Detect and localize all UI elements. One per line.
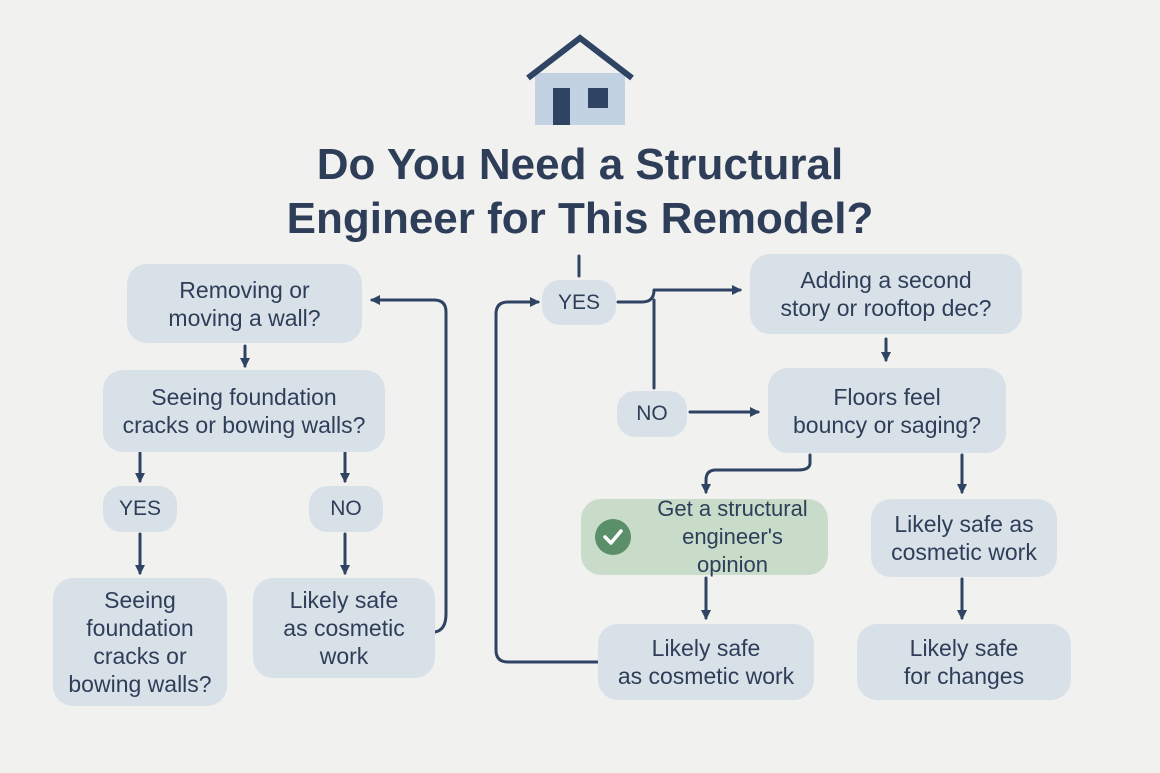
node-foundation-question: Seeing foundation cracks or bowing walls… (103, 370, 385, 452)
node-get-engineer: Get a structural engineer's opinion (581, 496, 828, 577)
node-foundation-repeat: Seeing foundation cracks or bowing walls… (53, 578, 227, 706)
get-engineer-label: Get a structural engineer's opinion (657, 496, 808, 577)
arrow-floors-to-engineer (701, 453, 812, 494)
node-safe-cosmetic-left: Likely safe as cosmetic work (253, 578, 435, 678)
node-safe-changes: Likely safe for changes (857, 624, 1071, 700)
title-line-1: Do You Need a Structural (316, 140, 844, 189)
title-line-2: Engineer for This Remodel? (286, 194, 874, 243)
house-icon (526, 34, 634, 125)
node-safe-cosmetic-center: Likely safe as cosmetic work (598, 624, 814, 700)
node-second-story: Adding a second story or rooftop dec? (750, 254, 1022, 334)
node-safe-cosmetic-right: Likely safe as cosmetic work (871, 499, 1057, 577)
node-floors-bouncy: Floors feel bouncy or saging? (768, 368, 1006, 453)
arrow-yes-to-second-story (616, 285, 742, 304)
loop-safe-to-wall (370, 295, 448, 634)
node-removing-wall: Removing or moving a wall? (127, 264, 362, 343)
check-circle-icon (595, 519, 631, 555)
node-no-left: NO (309, 486, 383, 532)
page-title: Do You Need a Structural Engineer for Th… (180, 138, 980, 246)
node-yes-left: YES (103, 486, 177, 532)
node-yes-center: YES (542, 280, 616, 325)
loop-safe-to-yes (494, 297, 600, 664)
node-no-center: NO (617, 391, 687, 437)
